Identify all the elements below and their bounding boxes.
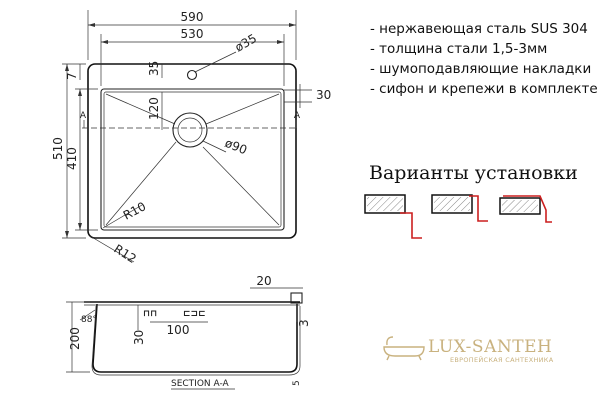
dim-hole-diameter: ø35 [233,31,260,54]
install-option-flush [431,194,488,222]
drain-inner [177,117,203,143]
dim-outer-width: 590 [181,10,204,24]
installation-options [364,194,552,239]
leader-inner-radius [102,204,143,229]
dim-drain-height: 30 [132,330,146,345]
dim-outer-radius: R12 [111,242,138,266]
leader-outer-radius [89,235,135,263]
spec-item: - нержавеющая сталь SUS 304 [370,21,588,37]
dim-drain-diameter: ø90 [223,136,249,157]
bowl-slope-line [202,146,280,226]
top-view: A A 590 530 ø35 35 120 30 [51,10,331,266]
leader-hole [194,51,237,73]
installation-heading: Варианты установки [369,162,578,184]
bowl-slope-line [105,141,177,226]
overflow-mark-left: ⊓⊓ [143,309,157,319]
bathtub-icon [383,336,425,361]
drain-outline [172,112,208,148]
install-option-topmount [499,195,552,223]
leader-angle [79,309,96,321]
dim-bottom-offset: 5 [292,380,302,386]
spec-item: - толщина стали 1,5-3мм [370,41,547,57]
leader-drain [202,140,227,153]
bowl-slope-line [205,93,280,125]
rim-cap [290,292,303,304]
bowl-outline [100,88,285,231]
install-option-undermount [364,194,422,239]
spec-item: - шумоподавляющие накладки [370,61,591,77]
section-marker-left: A [80,111,87,121]
dim-depth: 200 [68,327,82,350]
dim-outer-height: 510 [51,137,65,160]
dim-side-rim: 20 [256,274,271,288]
dim-overflow-spacing: 100 [167,323,190,337]
logo-tagline: ЕВРОПЕЙСКАЯ САНТЕХНИКА [450,355,554,364]
spec-list: - нержавеющая сталь SUS 304 - толщина ст… [370,21,598,97]
logo-name: LUX-SANTEH [428,337,552,357]
dim-hole-offset: 35 [147,61,161,76]
dim-rim-thickness: 3 [297,319,311,327]
overflow-mark-right: ⊏⊐⊏ [183,309,206,319]
bowl-slope-line [105,93,176,125]
dim-inner-width: 530 [181,27,204,41]
section-inner-profile [91,305,301,376]
bowl-inner-edge [103,91,282,228]
section-outer-profile [84,301,300,373]
section-label: SECTION A-A [171,379,230,389]
dim-left-rim: 7 [65,72,79,80]
section-marker-right: A [294,111,301,121]
dim-rim-width: 30 [316,88,331,102]
brand-logo: LUX-SANTEH ЕВРОПЕЙСКАЯ САНТЕХНИКА [383,336,554,364]
dim-inner-height: 410 [65,147,79,170]
spec-item: - сифон и крепежи в комплекте [370,81,598,97]
section-view: ⊓⊓ ⊏⊐⊏ 20 88° 200 30 100 3 5 SECTION A-A [66,274,311,390]
dim-angle: 88° [81,315,97,325]
tap-hole [186,69,198,81]
dim-drain-offset: 120 [147,97,161,120]
sink-outer-outline [87,63,297,239]
